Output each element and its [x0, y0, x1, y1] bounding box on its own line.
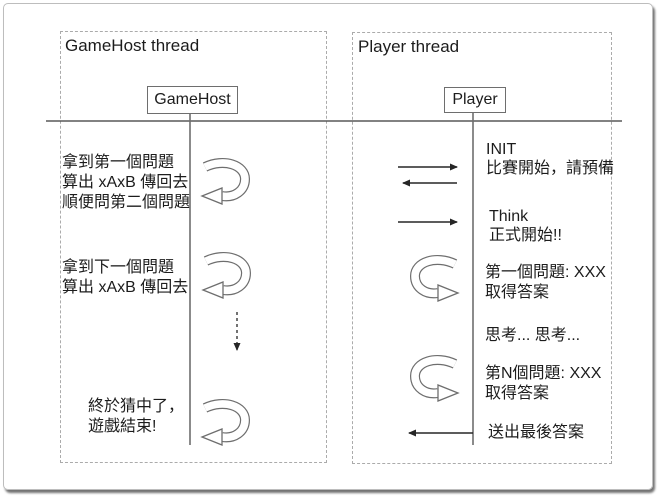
- player-note-thinking: 思考... 思考...: [485, 326, 580, 346]
- note-line: 第N個問題: XXX: [485, 365, 602, 382]
- note-line: 思考... 思考...: [485, 327, 581, 344]
- gamehost-loop-arrow-icon: [202, 404, 245, 445]
- gamehost-loop-arrow-icon: [202, 163, 245, 204]
- note-line: 拿到第一個問題: [62, 154, 175, 171]
- player-loop-arrow-icon: [415, 360, 458, 401]
- note-line: 取得答案: [485, 284, 550, 301]
- note-line: 順便問第二個問題: [62, 194, 191, 211]
- gamehost-object-box: GameHost: [147, 86, 238, 114]
- player-thread-box: [352, 32, 612, 464]
- player-note-q1: 第一個問題: XXX 取得答案: [485, 263, 606, 303]
- player-note-send-answer: 送出最後答案: [488, 423, 584, 443]
- gamehost-thread-box: [60, 31, 327, 463]
- note-line: 送出最後答案: [488, 424, 585, 441]
- note-line: INIT: [486, 141, 517, 158]
- player-note-think: Think 正式開始!!: [489, 207, 562, 245]
- player-thread-title: Player thread: [358, 37, 460, 56]
- note-line: 終於猜中了，: [88, 398, 185, 415]
- gamehost-thread-title: GameHost thread: [65, 36, 200, 55]
- player-note-qn: 第N個問題: XXX 取得答案: [485, 364, 601, 404]
- gamehost-note-3: 終於猜中了， 遊戲結束!: [88, 397, 184, 437]
- player-object-box: Player: [444, 87, 506, 113]
- player-note-init: INIT 比賽開始，請預備: [486, 140, 614, 178]
- gamehost-note-1: 拿到第一個問題 算出 xAxB 傳回去 順便問第二個問題: [62, 153, 190, 213]
- note-line: 算出 xAxB 傳回去: [62, 279, 189, 296]
- player-loop-arrow-icon: [415, 260, 458, 301]
- note-line: 比賽開始，請預備: [486, 160, 615, 177]
- gamehost-loop-arrow-icon: [203, 257, 246, 298]
- note-line: 遊戲結束!: [88, 418, 157, 435]
- note-line: 正式開始!!: [489, 227, 562, 244]
- note-line: 拿到下一個問題: [62, 259, 175, 276]
- note-line: 算出 xAxB 傳回去: [62, 174, 189, 191]
- note-line: 取得答案: [485, 385, 550, 402]
- gamehost-note-2: 拿到下一個問題 算出 xAxB 傳回去: [62, 258, 188, 298]
- note-line: 第一個問題: XXX: [485, 264, 606, 281]
- note-line: Think: [489, 208, 529, 225]
